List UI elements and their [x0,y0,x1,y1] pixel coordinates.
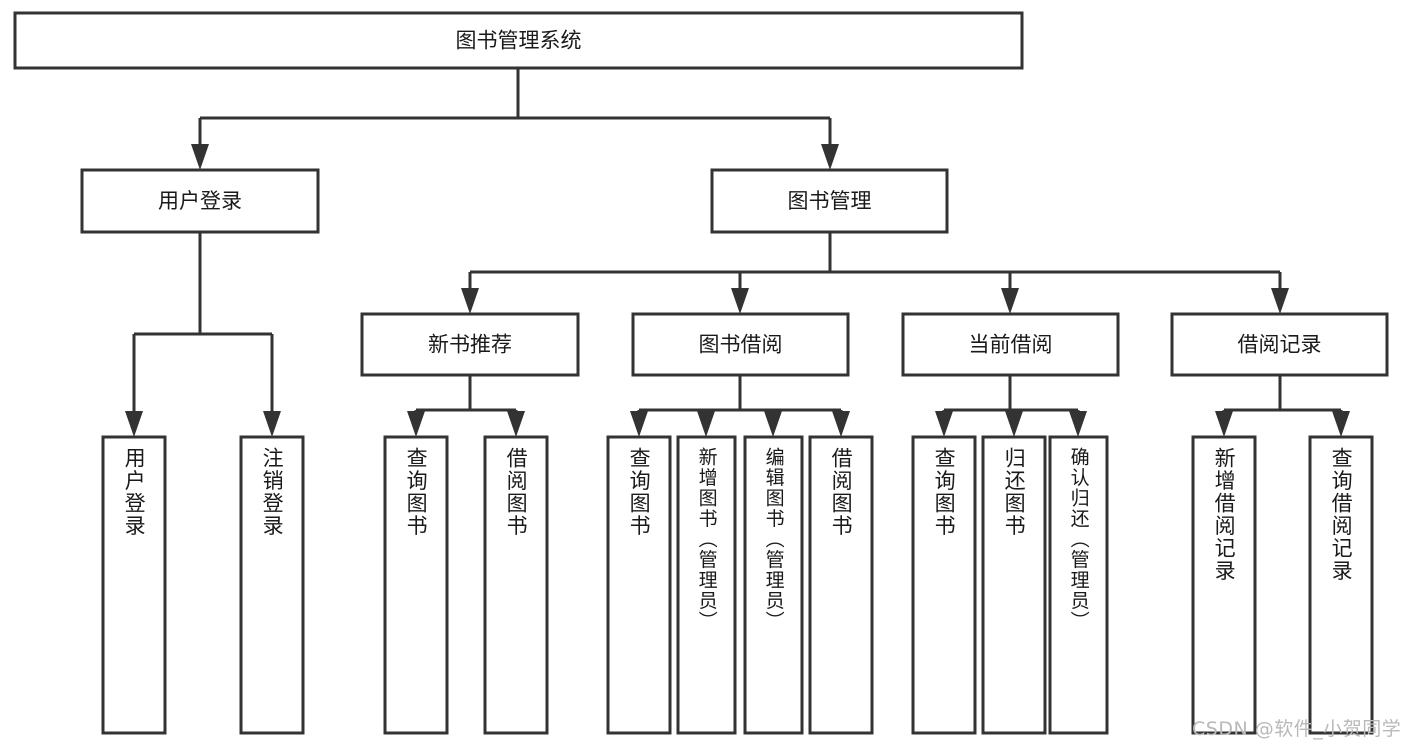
csdn-watermark: CSDN @软件_小贺同学 [1192,718,1402,740]
boxes-layer [13,11,1389,735]
node-box-book-manage[interactable] [710,168,949,234]
node-box-leaf-query-book-rec[interactable] [383,435,449,735]
node-box-leaf-query-record[interactable] [1308,435,1374,735]
node-box-leaf-query-book-borrow[interactable] [606,435,672,735]
node-box-leaf-user-login[interactable] [101,435,167,735]
node-box-leaf-query-book-current[interactable] [911,435,977,735]
node-box-user-login[interactable] [80,168,320,234]
node-label-book-borrow: 图书借阅 [699,333,783,357]
node-box-borrow-records[interactable] [1170,312,1389,377]
node-box-root[interactable] [13,11,1024,70]
node-box-leaf-return-book[interactable] [981,435,1047,735]
node-label-book-manage: 图书管理 [788,189,872,213]
node-box-leaf-borrow-book-rec[interactable] [483,435,549,735]
node-label-borrow-records: 借阅记录 [1238,333,1322,357]
node-box-book-borrow[interactable] [631,312,850,377]
node-box-new-book-recommend[interactable] [360,312,580,377]
node-box-leaf-borrow-book[interactable] [808,435,874,735]
node-box-leaf-user-logout[interactable] [239,435,305,735]
node-box-leaf-confirm-return[interactable] [1048,435,1109,735]
node-label-root: 图书管理系统 [456,29,582,53]
connectors-layer [125,68,1350,437]
node-box-leaf-add-record[interactable] [1191,435,1257,735]
node-box-current-borrow[interactable] [901,312,1120,377]
node-box-leaf-edit-book[interactable] [743,435,804,735]
node-label-new-book-recommend: 新书推荐 [428,333,512,357]
node-box-leaf-add-book[interactable] [676,435,737,735]
node-label-current-borrow: 当前借阅 [969,333,1053,357]
node-label-user-login: 用户登录 [158,189,242,213]
